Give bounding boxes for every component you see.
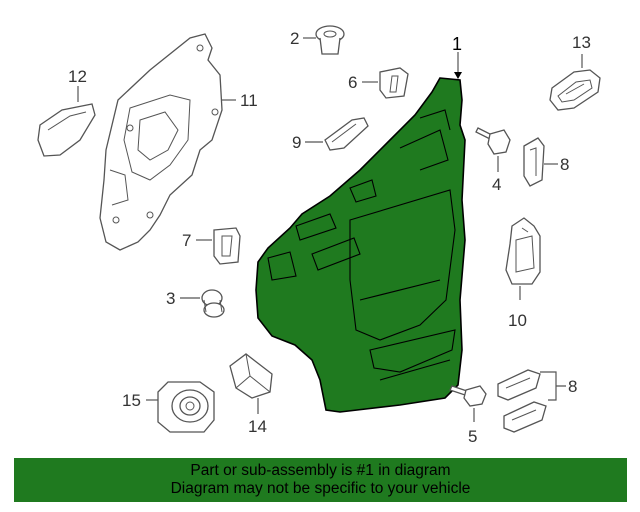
callout-4: 4 bbox=[492, 175, 501, 194]
callout-10: 10 bbox=[508, 311, 527, 330]
callout-12: 12 bbox=[68, 67, 87, 86]
part-10-handle-bracket[interactable] bbox=[505, 217, 541, 285]
callout-11: 11 bbox=[240, 91, 258, 110]
part-1-door-trim-panel[interactable] bbox=[255, 77, 466, 413]
footer-banner: Part or sub-assembly is #1 in diagram Di… bbox=[14, 458, 627, 502]
callout-14: 14 bbox=[248, 417, 267, 436]
footer-line-2: Diagram may not be specific to your vehi… bbox=[170, 480, 471, 497]
part-12-trim-piece[interactable] bbox=[37, 103, 96, 157]
part-11-door-frame[interactable] bbox=[99, 33, 223, 251]
part-7-clip[interactable] bbox=[213, 227, 241, 265]
part-15-speaker[interactable] bbox=[157, 381, 215, 433]
part-9-trim-cover[interactable] bbox=[324, 117, 369, 151]
part-2-clip[interactable] bbox=[315, 25, 345, 55]
parts-diagram: 11 12 2 6 9 7 3 bbox=[37, 25, 601, 446]
part-13-handle-bezel[interactable] bbox=[549, 69, 601, 111]
callout-2: 2 bbox=[290, 29, 299, 48]
callout-6: 6 bbox=[348, 73, 357, 92]
callout-3: 3 bbox=[166, 289, 175, 308]
callout-1: 1 bbox=[452, 34, 462, 54]
callout-9: 9 bbox=[292, 133, 301, 152]
leader-8b bbox=[540, 371, 566, 401]
callout-7: 7 bbox=[182, 231, 191, 250]
part-3-fastener[interactable] bbox=[201, 289, 225, 318]
leader-1-arrow bbox=[454, 72, 462, 79]
callout-8b: 8 bbox=[568, 377, 577, 396]
callout-8a: 8 bbox=[560, 155, 569, 174]
part-4-bolt[interactable] bbox=[475, 127, 511, 155]
part-8-trim-lower[interactable] bbox=[497, 369, 547, 433]
footer-line-1: Part or sub-assembly is #1 in diagram bbox=[190, 462, 451, 479]
part-8-trim-upper[interactable] bbox=[523, 137, 545, 187]
part-6-retainer[interactable] bbox=[379, 67, 409, 99]
callout-5: 5 bbox=[468, 427, 477, 446]
part-5-screw[interactable] bbox=[449, 385, 487, 407]
callout-13: 13 bbox=[572, 33, 591, 52]
part-14-block[interactable] bbox=[229, 353, 273, 399]
callout-15: 15 bbox=[122, 391, 141, 410]
